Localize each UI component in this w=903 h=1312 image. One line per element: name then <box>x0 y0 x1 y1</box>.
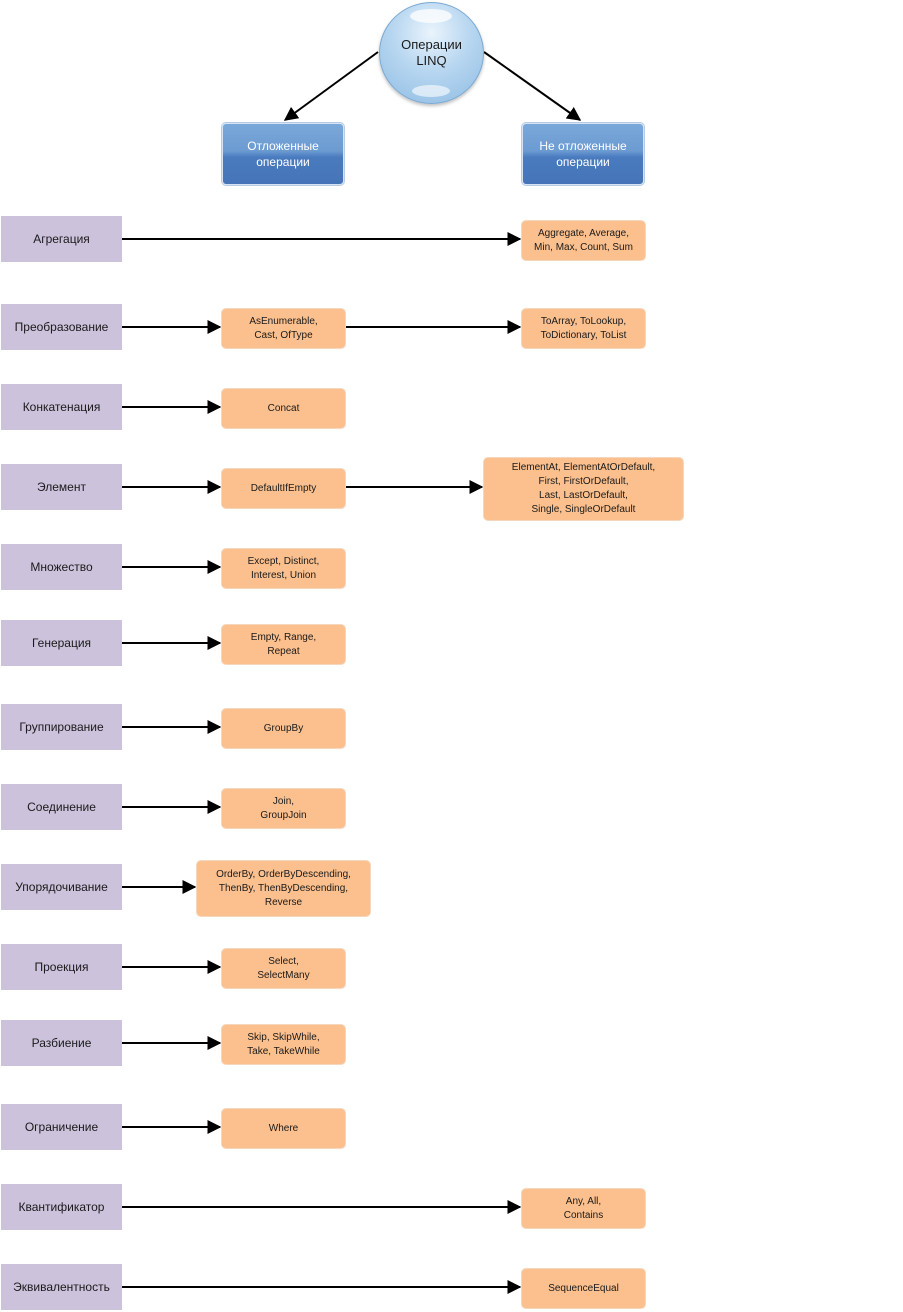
deferred-operators-box: Where <box>221 1108 346 1149</box>
category-label: Квантификатор <box>18 1200 105 1214</box>
deferred-operators-label: DefaultIfEmpty <box>250 482 317 494</box>
immediate-operators-box: Aggregate, Average, Min, Max, Count, Sum <box>521 220 646 261</box>
immediate-operators-label: ToArray, ToLookup, ToDictionary, ToList <box>540 315 627 341</box>
category-label: Множество <box>30 560 93 574</box>
root-to-deferred-arrow <box>283 51 379 121</box>
category-box: Разбиение <box>1 1020 122 1066</box>
immediate-operators-box: ToArray, ToLookup, ToDictionary, ToList <box>521 308 646 349</box>
deferred-operators-box: Except, Distinct, Interest, Union <box>221 548 346 589</box>
deferred-operators-label: OrderBy, OrderByDescending, ThenBy, Then… <box>216 868 351 908</box>
deferred-operators-label: Select, SelectMany <box>257 955 310 981</box>
category-box: Группирование <box>1 704 122 750</box>
immediate-operators-box: SequenceEqual <box>521 1268 646 1309</box>
deferred-operators-label: GroupBy <box>263 722 304 734</box>
category-label: Конкатенация <box>22 400 101 414</box>
category-box: Соединение <box>1 784 122 830</box>
category-label: Упорядочивание <box>15 880 108 894</box>
deferred-operators-label: Join, GroupJoin <box>260 795 307 821</box>
category-label: Ограничение <box>24 1120 99 1134</box>
immediate-operations-label: Не отложенные операции <box>539 139 627 169</box>
root-to-immediate-arrow <box>483 51 582 121</box>
deferred-operators-label: AsEnumerable, Cast, OfType <box>249 315 318 341</box>
immediate-operations-node: Не отложенные операции <box>522 123 644 185</box>
category-box: Множество <box>1 544 122 590</box>
category-box: Генерация <box>1 620 122 666</box>
deferred-operators-box: Concat <box>221 388 346 429</box>
category-label: Эквивалентность <box>13 1280 110 1294</box>
deferred-operators-box: Select, SelectMany <box>221 948 346 989</box>
category-box: Агрегация <box>1 216 122 262</box>
category-box: Упорядочивание <box>1 864 122 910</box>
immediate-operators-box: ElementAt, ElementAtOrDefault, First, Fi… <box>483 457 684 521</box>
category-box: Преобразование <box>1 304 122 350</box>
deferred-operators-label: Where <box>268 1122 299 1134</box>
category-label: Проекция <box>34 960 89 974</box>
immediate-operators-label: SequenceEqual <box>548 1282 619 1294</box>
deferred-operators-box: AsEnumerable, Cast, OfType <box>221 308 346 349</box>
immediate-operators-box: Any, All, Contains <box>521 1188 646 1229</box>
deferred-operators-box: OrderBy, OrderByDescending, ThenBy, Then… <box>196 860 371 917</box>
deferred-operators-box: Skip, SkipWhile, Take, TakeWhile <box>221 1024 346 1065</box>
deferred-operations-label: Отложенные операции <box>247 139 319 169</box>
deferred-operators-label: Except, Distinct, Interest, Union <box>247 555 320 581</box>
deferred-operators-label: Concat <box>267 402 300 414</box>
category-box: Конкатенация <box>1 384 122 430</box>
category-box: Эквивалентность <box>1 1264 122 1310</box>
deferred-operators-box: DefaultIfEmpty <box>221 468 346 509</box>
deferred-operators-box: Join, GroupJoin <box>221 788 346 829</box>
immediate-operators-label: ElementAt, ElementAtOrDefault, First, Fi… <box>511 462 656 515</box>
deferred-operators-box: GroupBy <box>221 708 346 749</box>
category-box: Проекция <box>1 944 122 990</box>
root-node-circle: Операции LINQ <box>379 2 484 104</box>
deferred-operators-box: Empty, Range, Repeat <box>221 624 346 665</box>
category-label: Агрегация <box>33 232 90 246</box>
category-box: Элемент <box>1 464 122 510</box>
immediate-operators-label: Aggregate, Average, Min, Max, Count, Sum <box>534 227 633 253</box>
root-node-label: Операции LINQ <box>401 37 462 68</box>
category-box: Ограничение <box>1 1104 122 1150</box>
deferred-operators-label: Skip, SkipWhile, Take, TakeWhile <box>247 1031 320 1057</box>
immediate-operators-label: Any, All, Contains <box>563 1195 604 1221</box>
category-label: Преобразование <box>14 320 109 334</box>
category-label: Группирование <box>19 720 104 734</box>
category-box: Квантификатор <box>1 1184 122 1230</box>
category-label: Соединение <box>27 800 96 814</box>
deferred-operators-label: Empty, Range, Repeat <box>250 631 317 657</box>
category-label: Разбиение <box>31 1036 92 1050</box>
deferred-operations-node: Отложенные операции <box>222 123 344 185</box>
category-label: Элемент <box>37 480 86 494</box>
category-label: Генерация <box>31 636 92 650</box>
